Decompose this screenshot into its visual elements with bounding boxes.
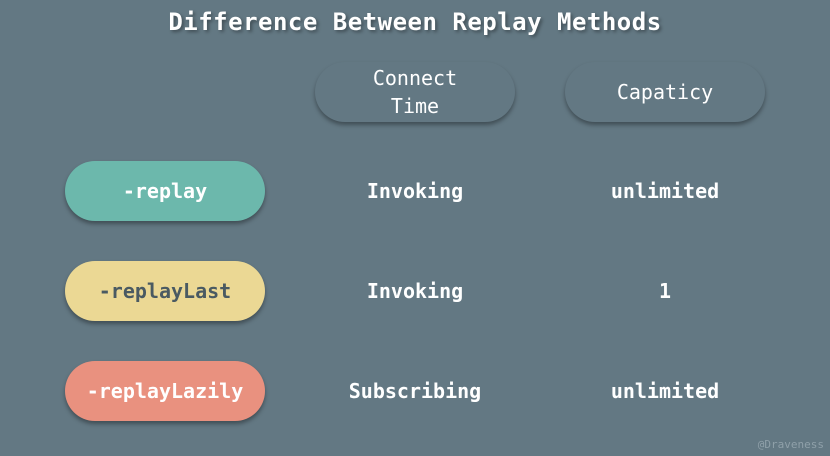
method-pill-replay-last: -replayLast [65,261,265,321]
method-pill-replay: -replay [65,161,265,221]
capacity-replay: unlimited [610,179,720,203]
connect-time-replay: Invoking [366,179,464,203]
capacity-replay-last: 1 [658,279,672,303]
method-pill-replay-lazily: -replayLazily [65,361,265,421]
diagram-title: Difference Between Replay Methods [168,8,662,36]
connect-time-replay-last: Invoking [366,279,464,303]
capacity-replay-lazily: unlimited [610,379,720,403]
connect-time-replay-lazily: Subscribing [348,379,482,403]
column-header-capacity: Capaticy [565,62,765,122]
watermark: @Draveness [757,438,824,451]
column-header-connect-time: Connect Time [315,62,515,122]
